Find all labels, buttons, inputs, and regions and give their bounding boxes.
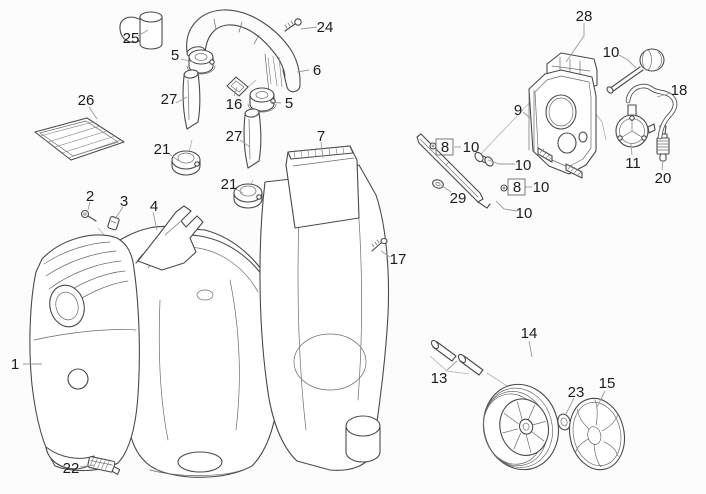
part-label-17: 17 — [390, 251, 407, 268]
part-3-clip — [107, 216, 120, 231]
callout-labels: 1 2 3 4 5 5 6 7 8 8 9 10 10 10 10 10 11 … — [11, 8, 688, 477]
part-label-5b: 5 — [285, 95, 293, 112]
part-label-9: 9 — [514, 102, 522, 119]
part-26-vent-grille — [34, 117, 125, 161]
part-label-8a: 8 — [441, 139, 449, 156]
part-label-26: 26 — [78, 92, 95, 109]
part-16-square-nut — [226, 76, 249, 97]
callout-box-8b — [507, 178, 526, 196]
part-label-28: 28 — [576, 8, 593, 25]
part-label-10a: 10 — [603, 44, 620, 61]
part-24-screw — [284, 18, 302, 32]
part-label-27b: 27 — [226, 128, 243, 145]
part-23-axle-washer — [557, 413, 571, 431]
part-1-front-cover — [29, 234, 140, 472]
part-label-29: 29 — [450, 190, 467, 207]
part-label-21b: 21 — [221, 176, 238, 193]
part-label-24: 24 — [317, 19, 334, 36]
part-label-23: 23 — [568, 384, 585, 401]
part-27-tube-a — [182, 69, 201, 130]
part-label-7: 7 — [317, 128, 325, 145]
part-14-wheel — [482, 383, 559, 471]
part-label-21a: 21 — [154, 141, 171, 158]
part-label-25: 25 — [123, 30, 140, 47]
part-label-4: 4 — [150, 198, 158, 215]
leader-lines — [23, 23, 672, 468]
part-10-roller — [474, 151, 494, 167]
chassis-body — [114, 225, 285, 478]
part-label-8b: 8 — [513, 179, 521, 196]
part-29-rail — [416, 133, 491, 209]
part-label-6: 6 — [313, 62, 321, 79]
part-5-bushing-a — [186, 49, 216, 75]
part-5-bushing-b — [247, 87, 277, 113]
part-21-collar-b — [233, 183, 263, 209]
part-8-screw-a — [429, 142, 437, 150]
part-6-carry-handle — [186, 9, 301, 93]
part-7-rear-housing — [259, 145, 390, 471]
part-10-knob-axle — [606, 48, 665, 94]
part-25-hook-clip — [119, 11, 163, 50]
part-label-13: 13 — [431, 370, 448, 387]
part-label-11: 11 — [625, 155, 641, 172]
part-27-tube-b — [243, 108, 262, 169]
part-21-collar-a — [171, 150, 201, 176]
part-label-10d: 10 — [533, 179, 550, 196]
part-label-1: 1 — [11, 356, 19, 373]
part-label-10e: 10 — [516, 205, 533, 222]
part-22-brush — [87, 456, 121, 475]
part-2-screw — [80, 209, 97, 222]
part-label-20: 20 — [655, 170, 672, 187]
part-29-washer — [432, 179, 444, 189]
part-label-2: 2 — [86, 188, 94, 205]
part-label-10b: 10 — [463, 139, 480, 156]
part-label-3: 3 — [120, 193, 128, 210]
part-18-hose — [625, 83, 678, 140]
part-label-14: 14 — [521, 325, 538, 342]
part-label-10c: 10 — [515, 157, 532, 174]
part-4-support-arm — [137, 205, 204, 271]
part-13-axle-pins — [430, 339, 484, 376]
part-11-pump-unit — [615, 104, 656, 148]
part-label-16: 16 — [226, 96, 243, 113]
callout-box-8a — [435, 138, 454, 156]
part-label-5a: 5 — [171, 47, 179, 64]
part-15-hub-cap — [568, 397, 626, 471]
part-label-22: 22 — [63, 460, 80, 477]
part-8-screw-b — [500, 184, 508, 192]
part-label-27a: 27 — [161, 91, 178, 108]
part-label-15: 15 — [599, 375, 616, 392]
part-label-18: 18 — [671, 82, 688, 99]
part-17-screw — [371, 237, 388, 252]
part-9-frame-plate — [528, 69, 597, 179]
